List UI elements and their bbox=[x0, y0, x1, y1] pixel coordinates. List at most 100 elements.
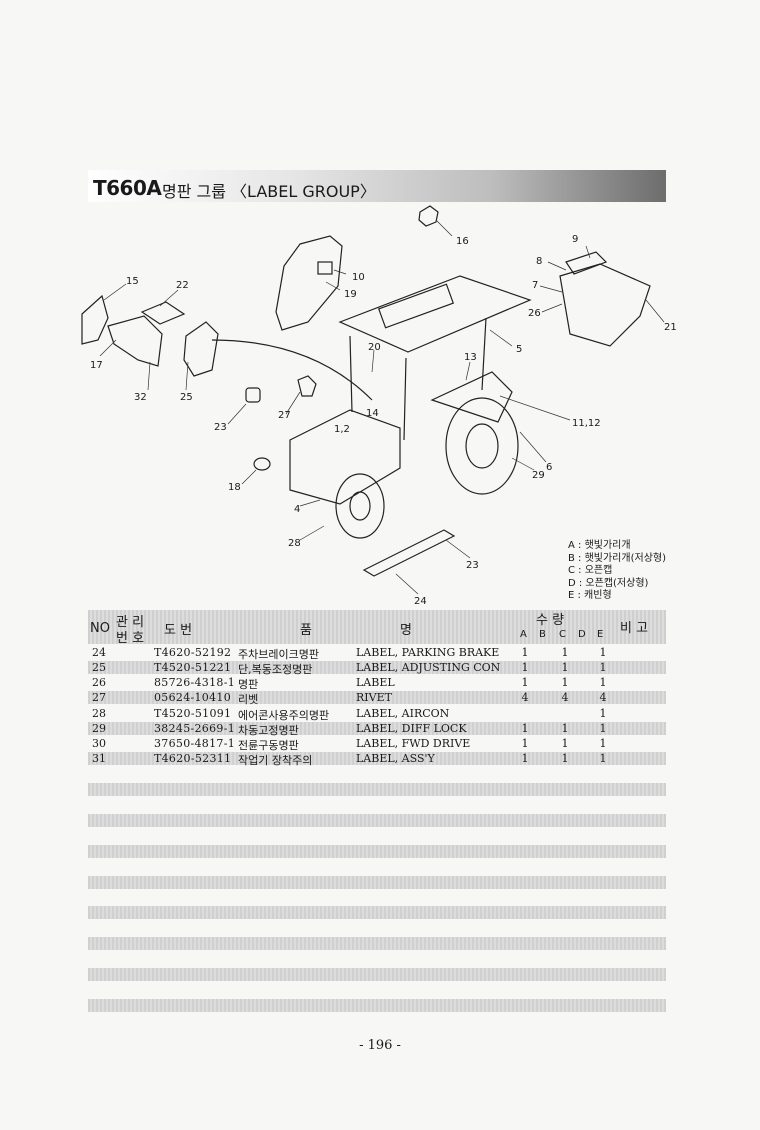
legend-item: B : 햇빛가리개(저상형) bbox=[568, 552, 666, 564]
cab-post bbox=[481, 317, 487, 391]
cell-no: 30 bbox=[92, 737, 106, 750]
cell-qty-c: 1 bbox=[561, 661, 569, 674]
cell-qty-a: 1 bbox=[521, 737, 529, 750]
table-row: 31 T4620-52311 작업기 장착주의 LABEL, ASS'Y 1 1… bbox=[88, 751, 666, 767]
cell-name-english: LABEL bbox=[356, 676, 395, 689]
callout: 25 bbox=[180, 392, 193, 403]
legend-item: D : 오픈캡(저상형) bbox=[568, 577, 649, 589]
section-title: 명판 그룹 〈LABEL GROUP〉 bbox=[162, 182, 376, 201]
rear-fender bbox=[430, 371, 513, 423]
callout: 10 bbox=[352, 272, 365, 283]
cell-qty-e: 1 bbox=[599, 646, 607, 659]
part-24-step bbox=[362, 529, 456, 577]
callout: 5 bbox=[516, 344, 522, 355]
cell-qty-e: 1 bbox=[599, 707, 607, 720]
cell-name-korean: 차동고정명판 bbox=[238, 724, 299, 737]
cell-name-korean: 명판 bbox=[238, 678, 259, 691]
header-qty-d: D bbox=[578, 629, 586, 640]
table-row: 25 T4520-51221 단,복동조정명판 LABEL, ADJUSTING… bbox=[88, 660, 666, 676]
cell-qty-e: 1 bbox=[599, 661, 607, 674]
legend: A : 햇빛가리개 B : 햇빛가리개(저상형) C : 오픈캡 D : 오픈캡… bbox=[568, 540, 666, 603]
part-18-shape bbox=[253, 457, 271, 471]
header-no: NO bbox=[90, 621, 110, 636]
cell-qty-e: 4 bbox=[599, 691, 607, 704]
callout: 15 bbox=[126, 276, 139, 287]
cell-no: 24 bbox=[92, 646, 106, 659]
cell-qty-a: 1 bbox=[521, 722, 529, 735]
cell-part-number: T4620-52192 bbox=[154, 646, 232, 659]
part-15-shape bbox=[81, 294, 109, 345]
part-23-block bbox=[245, 387, 261, 403]
title-bar bbox=[88, 170, 666, 202]
cell-qty-a: 1 bbox=[521, 752, 529, 765]
empty-row-stripe bbox=[88, 845, 666, 858]
callout: 26 bbox=[528, 308, 541, 319]
part-16-shape bbox=[418, 205, 439, 227]
legend-item: C : 오픈캡 bbox=[568, 565, 613, 577]
leader-lines bbox=[99, 219, 665, 595]
empty-row-stripe bbox=[88, 968, 666, 981]
cell-name-english: RIVET bbox=[356, 691, 392, 704]
part-27-shape bbox=[297, 375, 317, 397]
cell-name-english: LABEL, PARKING BRAKE bbox=[356, 646, 500, 659]
roof-hatch bbox=[377, 283, 455, 329]
cell-qty-e: 1 bbox=[599, 722, 607, 735]
cell-qty-e: 1 bbox=[599, 752, 607, 765]
model-title: T660A bbox=[93, 176, 162, 200]
cell-name-korean: 주차브레이크명판 bbox=[238, 648, 319, 661]
callout-labels: 16 9 10 19 8 15 22 7 26 21 5 17 20 13 32… bbox=[90, 234, 677, 607]
callout: 11,12 bbox=[572, 418, 601, 429]
callout: 19 bbox=[344, 289, 357, 300]
callout: 7 bbox=[532, 280, 538, 291]
legend-item: A : 햇빛가리개 bbox=[568, 540, 631, 551]
empty-row-stripe bbox=[88, 814, 666, 827]
table-row: 24 T4620-52192 주차브레이크명판 LABEL, PARKING B… bbox=[88, 645, 666, 661]
cell-name-english: LABEL, ADJUSTING CON bbox=[356, 661, 501, 674]
callout: 17 bbox=[90, 360, 103, 371]
table-row: 26 85726-4318-1 명판 LABEL 1 1 1 bbox=[88, 675, 666, 691]
cell-qty-e: 1 bbox=[599, 737, 607, 750]
table-row: 28 T4520-51091 에어콘사용주의명판 LABEL, AIRCON 1 bbox=[88, 706, 666, 722]
callout: 28 bbox=[288, 538, 301, 549]
cell-no: 28 bbox=[92, 707, 106, 720]
cell-part-number: 05624-10410 bbox=[154, 691, 232, 704]
header-qty-b: B bbox=[539, 629, 546, 640]
cell-qty-c: 4 bbox=[561, 691, 569, 704]
header-qty: 수 량 bbox=[536, 613, 565, 628]
header-name-1: 품 bbox=[300, 623, 312, 638]
cell-no: 26 bbox=[92, 676, 106, 689]
cell-name-english: LABEL, FWD DRIVE bbox=[356, 737, 471, 750]
callout: 18 bbox=[228, 482, 241, 493]
part-9-shape bbox=[565, 251, 608, 275]
cell-qty-a: 4 bbox=[521, 691, 529, 704]
rear-wheel-hub bbox=[465, 423, 499, 469]
cell-name-english: LABEL, AIRCON bbox=[356, 707, 450, 720]
cab-roof bbox=[338, 275, 532, 353]
cell-no: 29 bbox=[92, 722, 106, 735]
callout: 20 bbox=[368, 342, 381, 353]
callout: 6 bbox=[546, 462, 552, 473]
table-header-bg bbox=[88, 610, 666, 644]
cell-name-korean: 에어콘사용주의명판 bbox=[238, 709, 330, 722]
table-row: 27 05624-10410 리벳 RIVET 4 4 4 bbox=[88, 690, 666, 706]
cell-part-number: T4520-51221 bbox=[154, 661, 232, 674]
cell-qty-a: 1 bbox=[521, 676, 529, 689]
cell-name-korean: 전륜구동명판 bbox=[238, 739, 299, 752]
header-qty-e: E bbox=[597, 629, 604, 640]
callout: 32 bbox=[134, 392, 147, 403]
cell-qty-c: 1 bbox=[561, 676, 569, 689]
cell-part-number: 38245-2669-1 bbox=[154, 722, 236, 735]
cell-no: 31 bbox=[92, 752, 106, 765]
empty-row-stripe bbox=[88, 906, 666, 919]
callout: 29 bbox=[532, 470, 545, 481]
part-10-panel bbox=[275, 235, 343, 331]
tractor-drawing bbox=[81, 205, 651, 577]
cell-part-number: T4520-51091 bbox=[154, 707, 232, 720]
part-17-shape bbox=[107, 315, 163, 367]
callout: 4 bbox=[294, 504, 300, 515]
callout: 8 bbox=[536, 256, 542, 267]
header-mgmt-top: 관 리 bbox=[116, 615, 145, 630]
callout: 21 bbox=[664, 322, 677, 333]
cell-qty-a: 1 bbox=[521, 646, 529, 659]
